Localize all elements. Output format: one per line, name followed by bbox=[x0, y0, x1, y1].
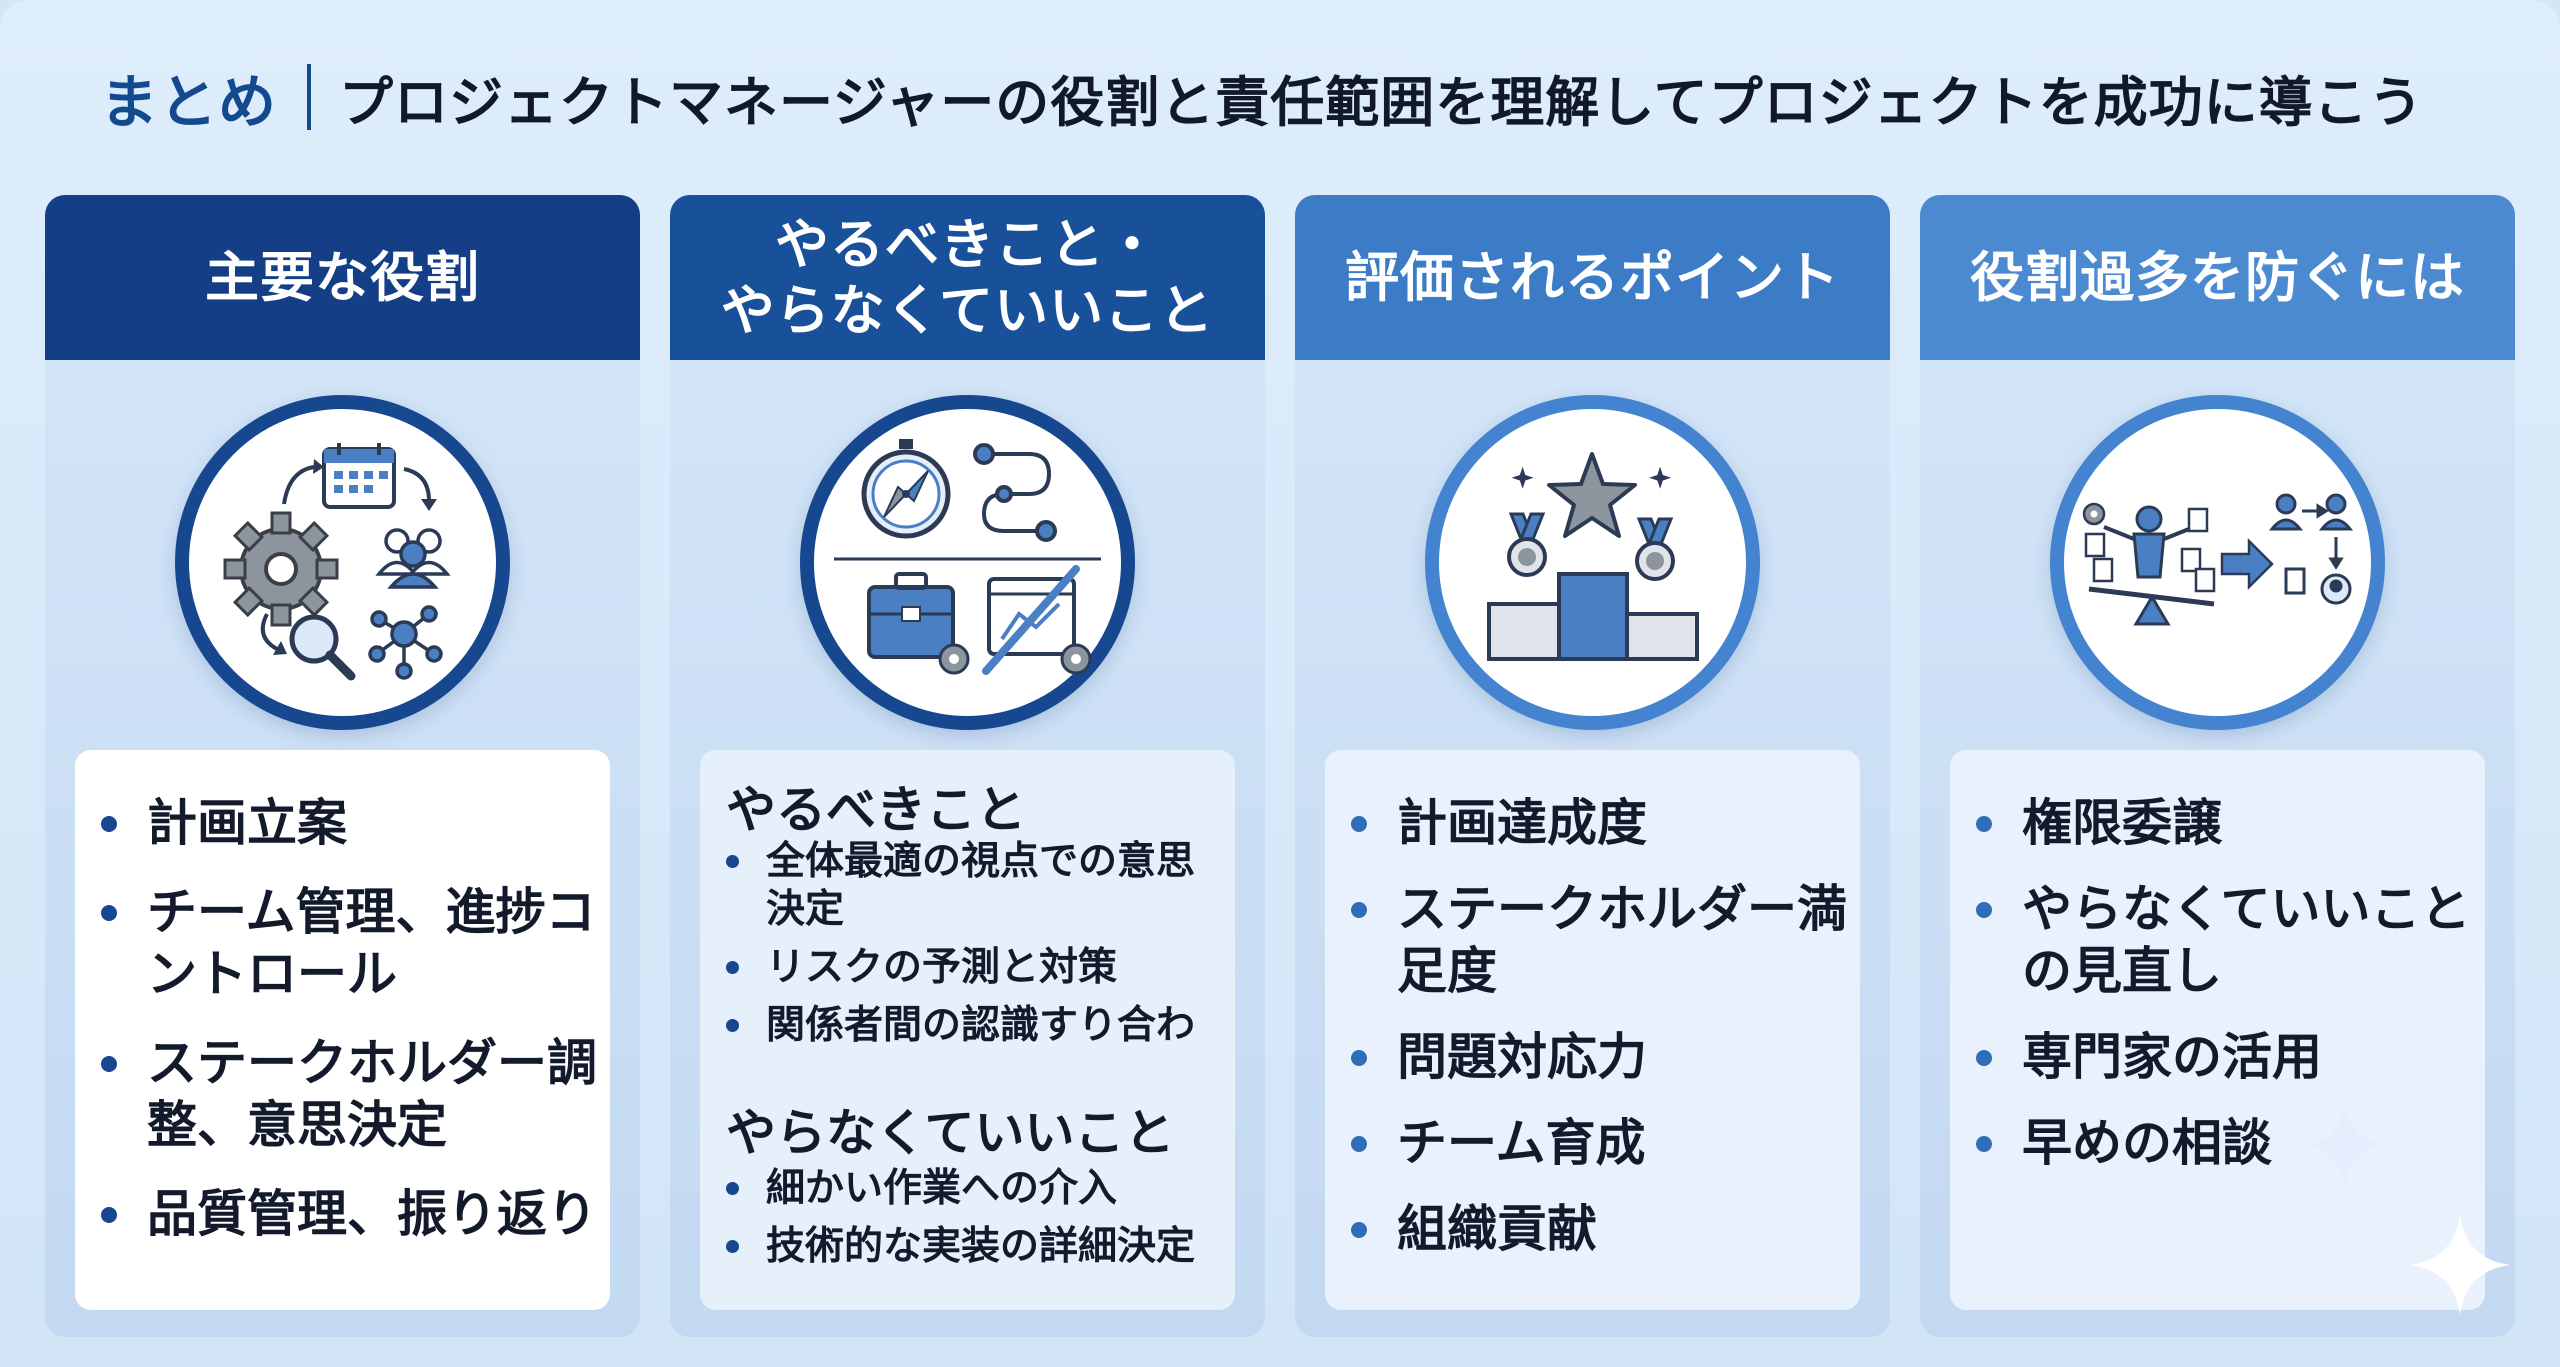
column-heading: 役割過多を防ぐには bbox=[1920, 195, 2515, 360]
evaluation-illustration bbox=[1425, 395, 1760, 730]
medal-icon bbox=[1635, 517, 1675, 581]
list-item: 計画達成度 bbox=[1347, 792, 1847, 854]
roles-card: 計画立案 チーム管理、進捗コントロール ステークホルダー調整、意思決定 品質管理… bbox=[75, 750, 610, 1310]
column-heading: 評価されるポイント bbox=[1295, 195, 1890, 360]
title-divider bbox=[307, 64, 312, 130]
podium-star-medals-icon bbox=[1487, 452, 1699, 661]
column-main-roles: 主要な役割 bbox=[45, 195, 640, 1337]
column-heading: 主要な役割 bbox=[45, 195, 640, 360]
heading-line: やらなくていいこと bbox=[720, 278, 1215, 342]
list-item: 専門家の活用 bbox=[1972, 1026, 2472, 1088]
title-prefix: まとめ bbox=[100, 68, 278, 136]
list-item: やらなくていいことの見直し bbox=[1972, 878, 2472, 1002]
prevent-overload-card: 権限委譲 やらなくていいことの見直し 専門家の活用 早めの相談 bbox=[1950, 750, 2485, 1310]
todo-list: 全体最適の視点での意思決定 リスクの予測と対策 関係者間の認識すり合わ bbox=[722, 838, 1232, 1060]
sparkle-icon bbox=[2305, 1105, 2385, 1185]
list-item: チーム管理、進捗コントロール bbox=[97, 881, 597, 1005]
small-gear-icon bbox=[938, 643, 970, 675]
column-todo: やるべきこと・ やらなくていいこと bbox=[670, 195, 1265, 1337]
heading-line: 主要な役割 bbox=[205, 245, 480, 309]
flow-icon bbox=[973, 443, 1057, 542]
not-todo-list: 細かい作業への介入 技術的な実装の詳細決定 bbox=[722, 1165, 1232, 1281]
column-heading: やるべきこと・ やらなくていいこと bbox=[670, 195, 1265, 360]
medal-icon bbox=[1507, 512, 1547, 577]
roles-list: 計画立案 チーム管理、進捗コントロール ステークホルダー調整、意思決定 品質管理… bbox=[97, 792, 597, 1272]
arrow-right-icon bbox=[2220, 537, 2274, 591]
compass-flow-toolbox-crossed-screen-icon bbox=[834, 439, 1101, 675]
small-gear-icon bbox=[1060, 643, 1092, 675]
evaluation-card: 計画達成度 ステークホルダー満足度 問題対応力 チーム育成 組織貢献 bbox=[1325, 750, 1860, 1310]
todo-card: やるべきこと 全体最適の視点での意思決定 リスクの予測と対策 関係者間の認識すり… bbox=[700, 750, 1235, 1310]
document-icon bbox=[2084, 507, 2216, 593]
list-item: チーム育成 bbox=[1347, 1112, 1847, 1174]
crossed-screen-icon bbox=[982, 565, 1080, 675]
title-text: プロジェクトマネージャーの役割と責任範囲を理解してプロジェクトを成功に導こう bbox=[339, 70, 2424, 134]
calendar-icon bbox=[322, 443, 396, 509]
list-item: ステークホルダー調整、意思決定 bbox=[97, 1032, 597, 1156]
podium-icon bbox=[1487, 572, 1699, 661]
not-todo-heading: やらなくていいこと bbox=[726, 1104, 1175, 1162]
todo-illustration bbox=[800, 395, 1135, 730]
prevent-overload-illustration bbox=[2050, 395, 2385, 730]
list-item: 品質管理、振り返り bbox=[97, 1183, 597, 1245]
list-item: 早めの相談 bbox=[1972, 1112, 2472, 1174]
list-item: 権限委譲 bbox=[1972, 792, 2472, 854]
todo-heading: やるべきこと bbox=[726, 781, 1026, 839]
heading-line: やるべきこと・ bbox=[775, 212, 1160, 276]
list-item: リスクの予測と対策 bbox=[722, 944, 1232, 992]
toolbox-icon bbox=[867, 572, 955, 659]
balance-delegation-icon bbox=[2082, 493, 2354, 626]
list-item: 細かい作業への介入 bbox=[722, 1165, 1232, 1213]
prevent-overload-list: 権限委譲 やらなくていいことの見直し 専門家の活用 早めの相談 bbox=[1972, 792, 2472, 1198]
star-icon bbox=[1547, 452, 1637, 538]
evaluation-list: 計画達成度 ステークホルダー満足度 問題対応力 チーム育成 組織貢献 bbox=[1347, 792, 1847, 1284]
page-title: まとめ プロジェクトマネージャーの役割と責任範囲を理解してプロジェクトを成功に導… bbox=[100, 52, 2424, 142]
search-icon bbox=[289, 614, 356, 681]
gear-calendar-team-search-network-icon bbox=[223, 443, 451, 681]
list-item: 組織貢献 bbox=[1347, 1198, 1847, 1260]
compass-icon bbox=[861, 439, 951, 539]
column-evaluation: 評価されるポイント bbox=[1295, 195, 1890, 1337]
list-item: 技術的な実装の詳細決定 bbox=[722, 1223, 1232, 1271]
list-item: 問題対応力 bbox=[1347, 1026, 1847, 1088]
gear-icon bbox=[2082, 502, 2106, 526]
column-prevent-overload: 役割過多を防ぐには bbox=[1920, 195, 2515, 1337]
gear-icon bbox=[223, 511, 339, 627]
sparkle-icon bbox=[2410, 1215, 2510, 1315]
roles-illustration bbox=[175, 395, 510, 730]
heading-line: 役割過多を防ぐには bbox=[1970, 245, 2465, 309]
list-item: ステークホルダー満足度 bbox=[1347, 878, 1847, 1002]
delegation-icon bbox=[2268, 493, 2354, 605]
list-item: 計画立案 bbox=[97, 792, 597, 854]
network-icon bbox=[368, 605, 443, 680]
heading-line: 評価されるポイント bbox=[1345, 245, 1840, 309]
overloaded-person-icon bbox=[2103, 505, 2195, 579]
team-icon bbox=[375, 528, 451, 589]
list-item: 関係者間の認識すり合わ bbox=[722, 1002, 1232, 1050]
list-item: 全体最適の視点での意思決定 bbox=[722, 838, 1232, 934]
